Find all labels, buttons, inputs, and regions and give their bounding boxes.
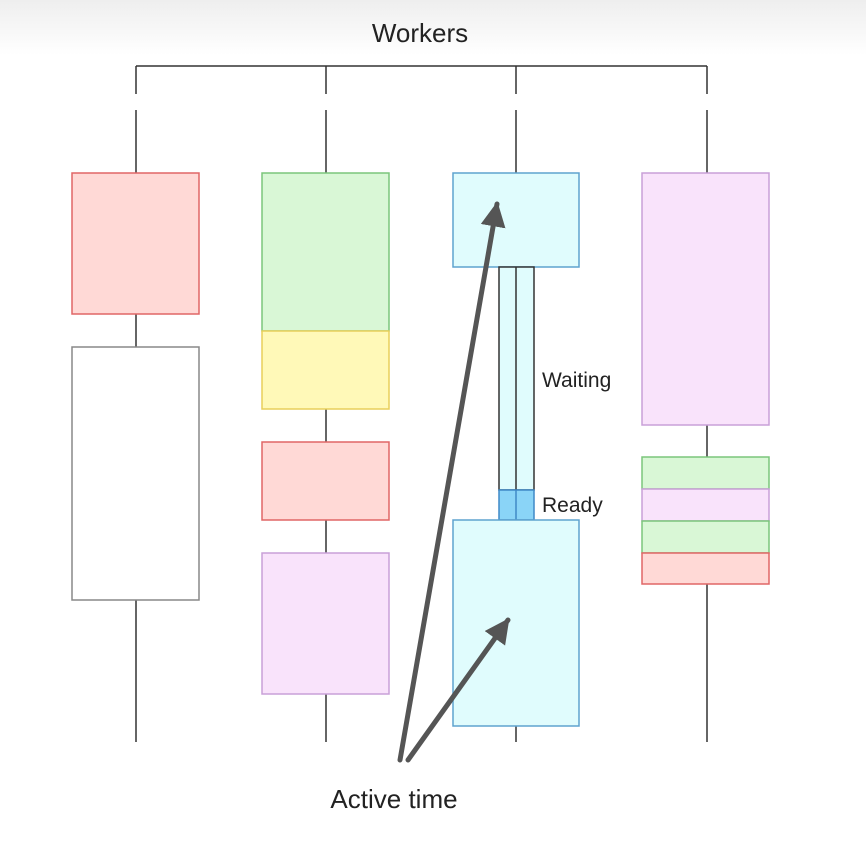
ready-label: Ready: [542, 494, 603, 517]
task-block: [641, 456, 770, 490]
task-block: [261, 172, 390, 332]
task-block: [641, 172, 770, 426]
active-time-label: Active time: [330, 784, 457, 814]
worker-3-tasks: [452, 172, 580, 727]
task-block: [452, 172, 580, 268]
task-block: [641, 520, 770, 554]
task-block: [261, 330, 390, 410]
worker-bracket: [135, 65, 708, 94]
waiting-label: Waiting: [542, 369, 611, 392]
task-block: [261, 552, 390, 695]
task-block: [71, 172, 200, 315]
worker-2-tasks: [261, 172, 390, 695]
diagram-title: Workers: [372, 18, 468, 48]
task-block: [71, 346, 200, 601]
task-block: [452, 519, 580, 727]
task-block: [261, 441, 390, 521]
arrow-to-first-active-block: [397, 201, 506, 763]
worker-1-tasks: [71, 172, 200, 601]
active-time-arrows: [397, 201, 511, 763]
arrow-to-second-active-block: [405, 617, 511, 763]
task-block: [641, 488, 770, 522]
task-block: [641, 552, 770, 585]
worker-4-tasks: [641, 172, 770, 585]
